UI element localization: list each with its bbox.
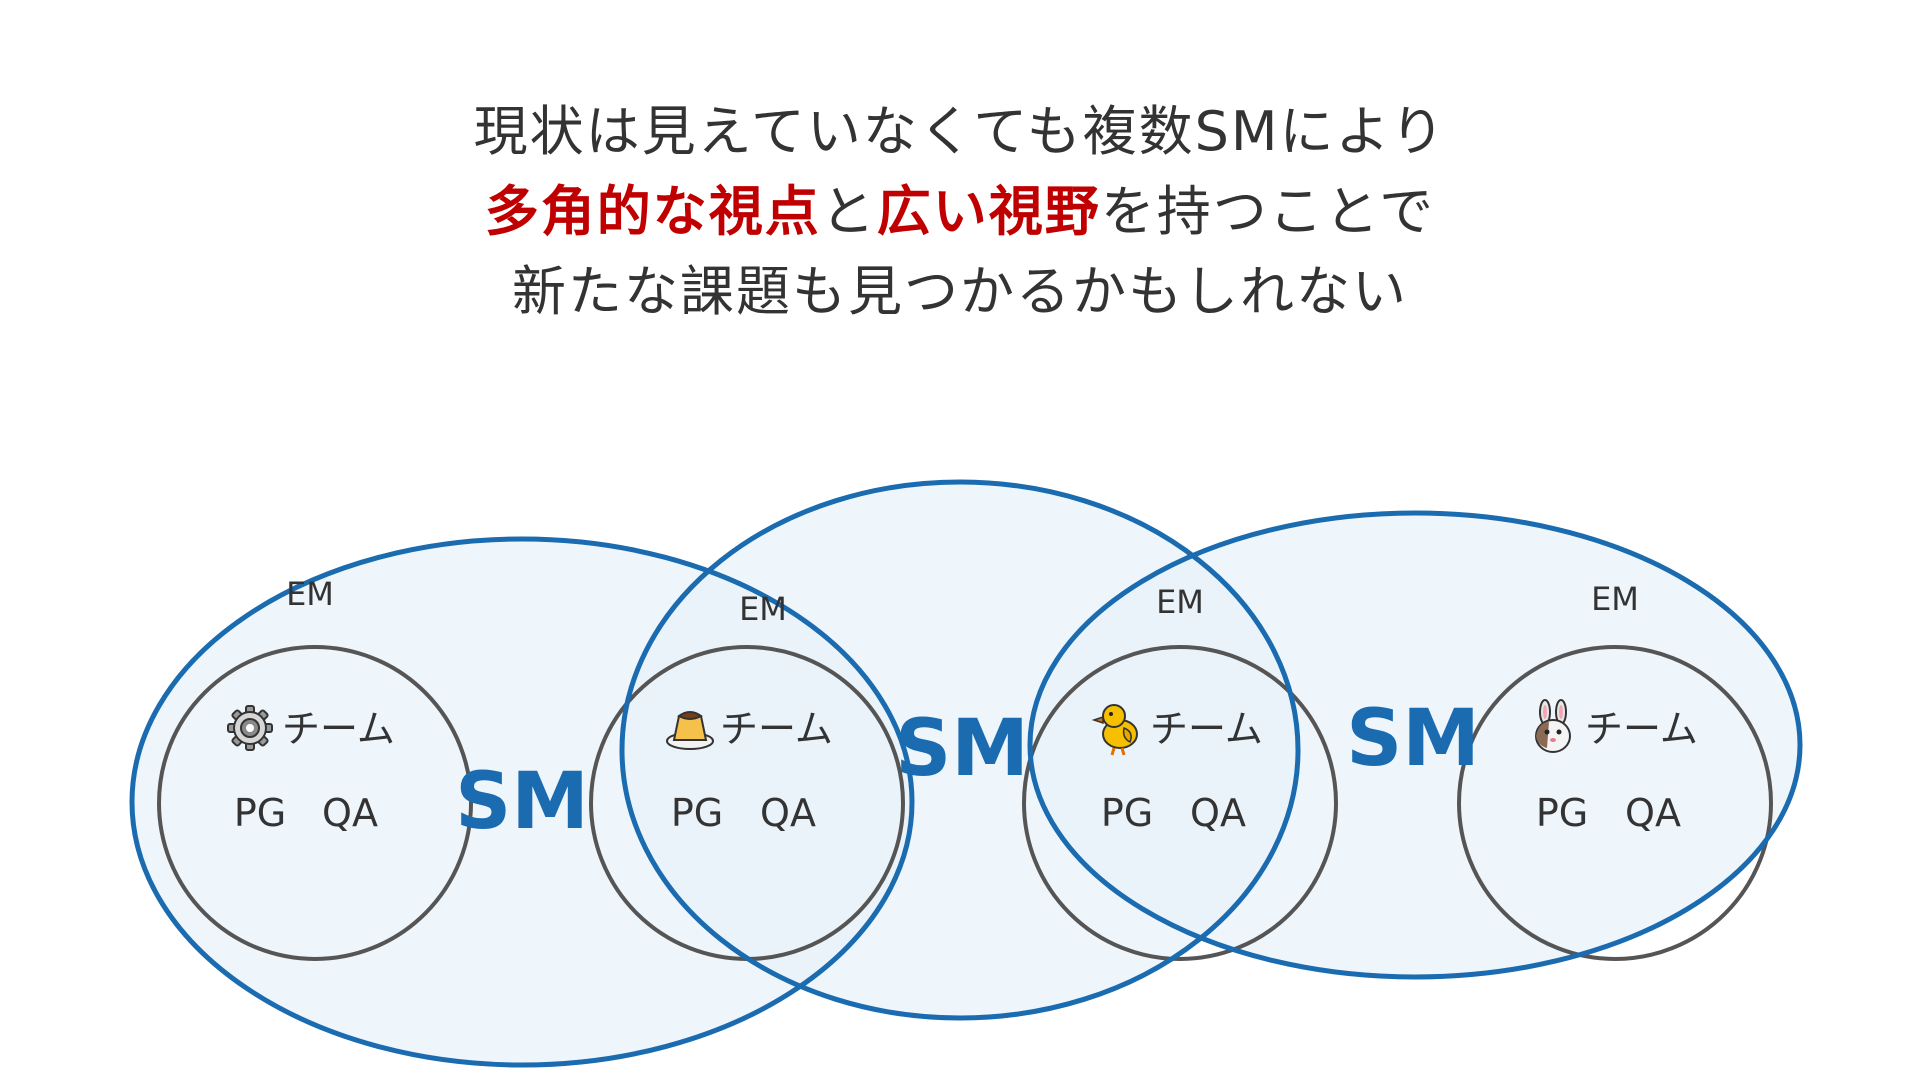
sm-label-2: SM <box>895 704 1029 794</box>
sm-ellipse-1-outline <box>129 536 915 1068</box>
em-label-2: EM <box>739 590 787 628</box>
em-label-4: EM <box>1591 580 1639 618</box>
headline-line-3: 新たな課題も見つかるかもしれない <box>512 260 1408 323</box>
headline-tail: を持つことで <box>1100 180 1436 243</box>
sm-ellipse-outlines <box>129 479 1803 1068</box>
role-pg-2: PG <box>671 791 723 835</box>
role-qa-2: QA <box>760 791 816 835</box>
role-pg-1: PG <box>234 791 286 835</box>
sm-ellipse-3-outline <box>1027 510 1803 980</box>
team-label-4: チーム <box>1585 707 1698 751</box>
headline-accent-wide-view: 広い視野 <box>876 180 1101 243</box>
em-label-1: EM <box>286 575 334 613</box>
team-circles <box>157 645 1773 961</box>
team-circle-3 <box>1022 645 1338 961</box>
headline-line-2: 多角的な視点と広い視野を持つことで <box>0 172 1920 252</box>
role-pg-4: PG <box>1536 791 1588 835</box>
role-qa-3: QA <box>1190 791 1246 835</box>
headline-line-1: 現状は見えていなくても複数SMにより <box>473 100 1447 163</box>
team-circle-4 <box>1457 645 1773 961</box>
headline-accent-multi-view: 多角的な視点 <box>484 180 821 243</box>
em-label-3: EM <box>1156 583 1204 621</box>
headline: 現状は見えていなくても複数SMにより 多角的な視点と広い視野を持つことで 新たな… <box>0 92 1920 332</box>
pudding-icon <box>666 711 714 750</box>
team-label-3: チーム <box>1150 707 1263 751</box>
team-label-1: チーム <box>282 707 395 751</box>
headline-connector: と <box>820 180 877 243</box>
sm-label-1: SM <box>455 757 589 847</box>
gear-icon <box>227 705 273 751</box>
sm-ellipse-3-fill <box>1030 513 1800 977</box>
team-circle-1 <box>157 645 473 961</box>
role-qa-4: QA <box>1625 791 1681 835</box>
sm-ellipse-2-outline <box>619 479 1301 1021</box>
role-pg-3: PG <box>1101 791 1153 835</box>
team-label-2: チーム <box>720 707 833 751</box>
role-qa-1: QA <box>322 791 378 835</box>
sm-label-3: SM <box>1346 694 1480 784</box>
rabbit-icon <box>1535 699 1571 753</box>
chick-icon <box>1091 704 1138 756</box>
